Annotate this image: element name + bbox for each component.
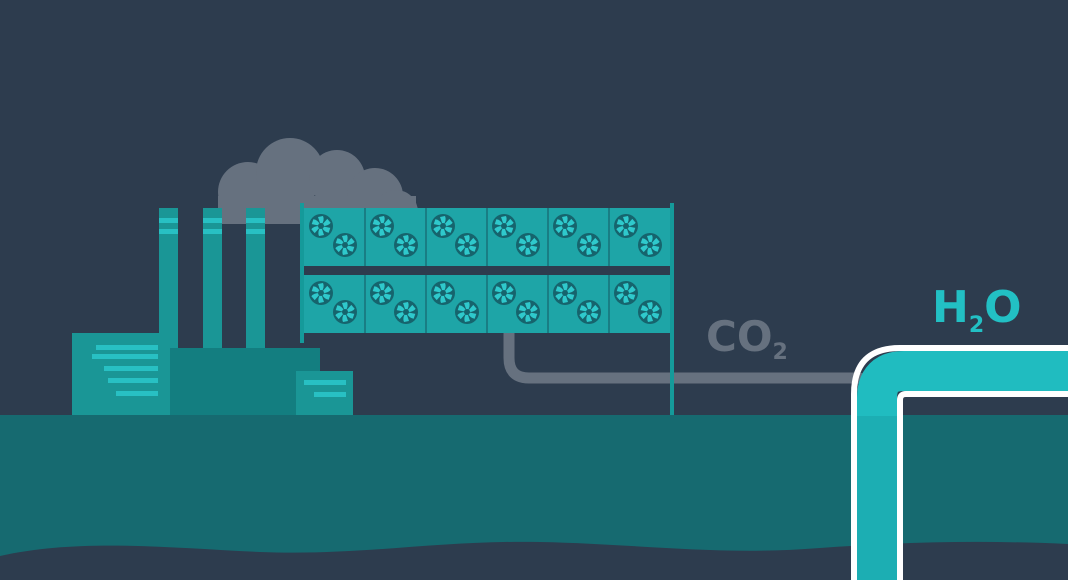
fan-icon [309, 281, 333, 305]
fan-icon [455, 233, 479, 257]
fan-icon [333, 300, 357, 324]
co2-label: CO2 [706, 312, 788, 365]
fan-icon [577, 233, 601, 257]
fan-icon [638, 300, 662, 324]
h2o-label: H2O [932, 282, 1022, 338]
pipe-icon [851, 345, 1068, 580]
factory-hall [165, 348, 290, 418]
fan-icon [638, 233, 662, 257]
fan-icon [577, 300, 601, 324]
fan-icon [455, 300, 479, 324]
fan-icon [553, 214, 577, 238]
fan-icon [370, 281, 394, 305]
fan-icon [516, 233, 540, 257]
chimney [159, 208, 178, 368]
chimney [246, 208, 265, 368]
factory-icon [72, 208, 353, 418]
seabed [0, 541, 1068, 580]
fan-icon [431, 281, 455, 305]
fan-icon [492, 214, 516, 238]
chimney [203, 208, 222, 368]
fan-icon [553, 281, 577, 305]
fan-icon [394, 233, 418, 257]
fan-icon [492, 281, 516, 305]
capture-unit-fan-panel [304, 208, 670, 333]
fan-icon [333, 233, 357, 257]
fan-icon [309, 214, 333, 238]
capture-unit-pole-left [300, 203, 304, 343]
fan-icon [516, 300, 540, 324]
fan-icon [614, 281, 638, 305]
fan-icon [431, 214, 455, 238]
fan-icon [394, 300, 418, 324]
fan-icon [370, 214, 394, 238]
fan-icon [614, 214, 638, 238]
capture-unit-pole-right [670, 203, 674, 416]
